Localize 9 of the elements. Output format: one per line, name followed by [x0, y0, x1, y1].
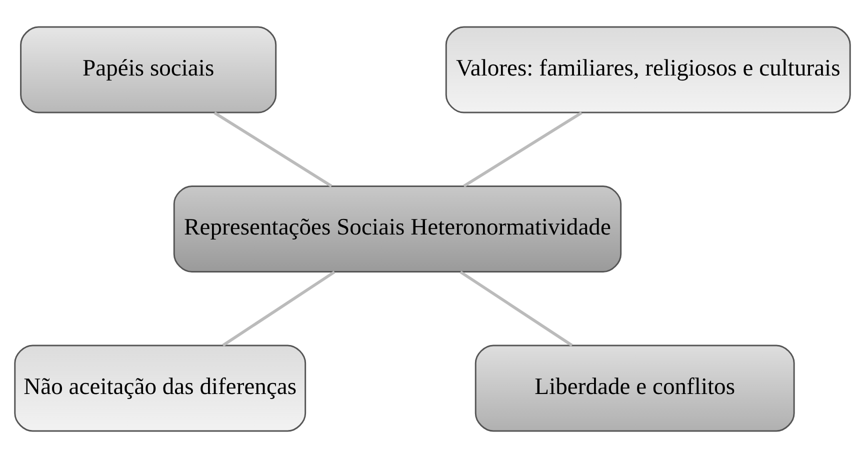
connector [462, 110, 582, 187]
connector [222, 270, 335, 346]
connector [213, 110, 332, 187]
node-box: Representações Sociais Heteronormatividade [172, 185, 622, 272]
node-box: Liberdade e conflitos [474, 344, 794, 432]
node-box: Valores: familiares, religiosos e culturais [444, 26, 850, 113]
node-box: Não aceitação das diferenças [14, 344, 306, 432]
connector [459, 270, 572, 346]
node-box: Papéis sociais [20, 26, 276, 113]
